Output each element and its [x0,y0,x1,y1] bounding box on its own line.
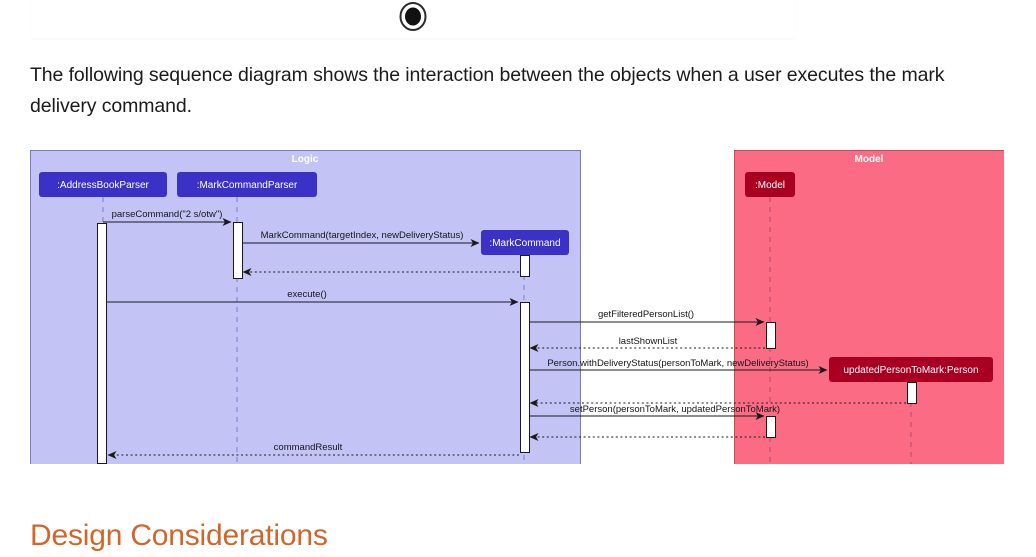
diagram-participant-boxes: :AddressBookParser :MarkCommandParser :Mar… [39,172,993,382]
group-label: Model [855,154,884,165]
participant-updatedperson[interactable]: updatedPersonToMark:Person [829,357,993,382]
activation-bar-markcommandparser [233,222,243,279]
message-m11: commandResult [107,442,519,459]
participant-label: :AddressBookParser [57,180,149,191]
page-section-heading: Design Considerations [30,519,328,552]
top-diagram-panel [30,0,796,39]
message-label: commandResult [274,442,343,453]
participant-label: :MarkCommandParser [197,180,298,191]
message-m4: execute() [106,289,519,306]
message-label: setPerson(personToMark, updatedPersonToM… [570,404,780,415]
activity-end-node-icon [398,2,428,37]
group-label: Logic [292,154,319,165]
activation-bar-updatedperson [907,382,917,404]
activation-bar-addressbookparser [97,223,107,464]
message-label: Person.withDeliveryStatus(personToMark, … [547,358,808,369]
message-m6: lastShownList [529,336,765,352]
message-label: getFilteredPersonList() [598,309,694,320]
activation-bar-markcommand_create [520,255,530,277]
intro-paragraph: The following sequence diagram shows the… [30,64,945,117]
message-m7: Person.withDeliveryStatus(personToMark, … [529,358,828,374]
participant-markcommand[interactable]: :MarkCommand [481,230,569,255]
message-m2: MarkCommand(targetIndex, newDeliveryStat… [242,230,480,247]
message-label: lastShownList [619,336,678,347]
diagram-group-boxes: Logic Model [30,150,1004,464]
participant-label: :Model [755,180,785,191]
message-m1: parseCommand("2 s/otw") [103,209,232,226]
group-box-model: Model [734,150,1004,464]
panel-divider [30,39,796,40]
participant-label: updatedPersonToMark:Person [843,365,978,376]
sequence-diagram: Logic Model parseCommand("2 s/otw") MarkCo… [30,150,1004,464]
message-m5: getFilteredPersonList() [529,309,765,326]
message-label: execute() [287,289,327,300]
activation-bar-model_obj_2 [766,416,776,438]
participant-markcommandparser[interactable]: :MarkCommandParser [177,172,317,197]
group-box-logic: Logic [30,150,581,464]
sequence-diagram-svg: Logic Model parseCommand("2 s/otw") MarkCo… [30,150,1004,464]
message-m9: setPerson(personToMark, updatedPersonToM… [529,404,780,420]
participant-addressbookparser[interactable]: :AddressBookParser [39,172,167,197]
diagram-messages: parseCommand("2 s/otw") MarkCommand(targe… [103,209,906,459]
activation-bar-model_obj_1 [766,322,776,349]
diagram-activation-bars [97,222,917,464]
activation-bar-markcommand [520,302,530,453]
participant-model_obj[interactable]: :Model [745,172,795,197]
message-label: parseCommand("2 s/otw") [112,209,223,220]
participant-label: :MarkCommand [489,238,560,249]
message-label: MarkCommand(targetIndex, newDeliveryStat… [261,230,464,241]
